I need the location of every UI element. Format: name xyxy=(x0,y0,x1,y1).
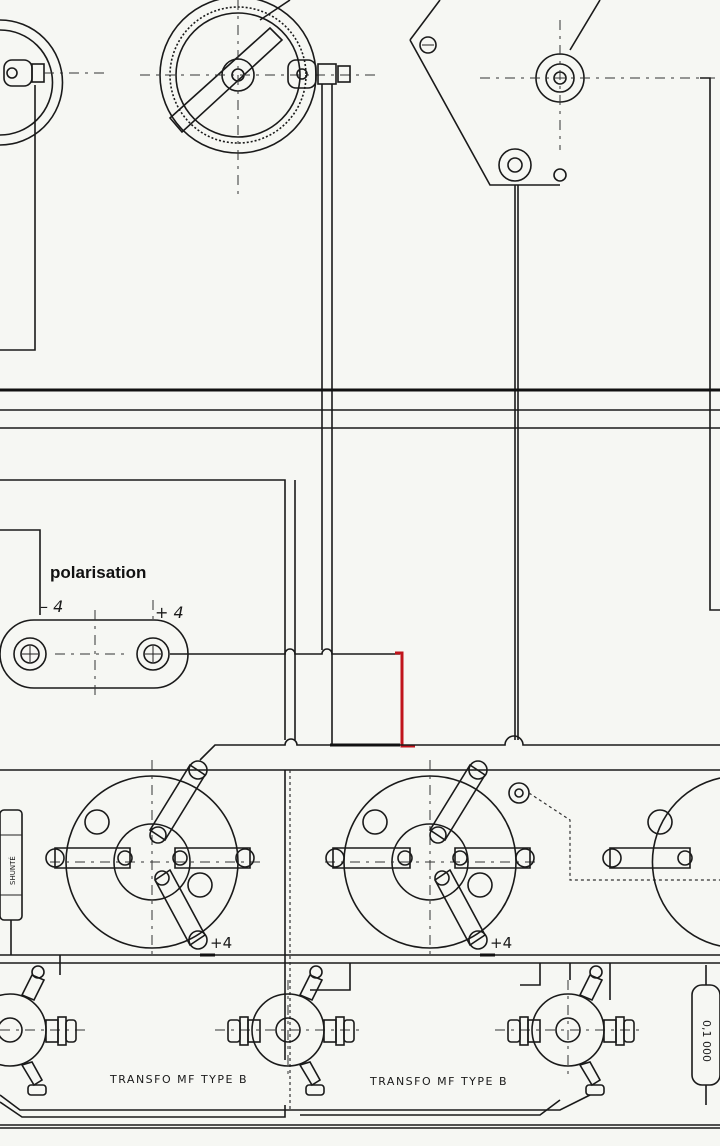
rheostat-center xyxy=(140,0,380,745)
potentiometer-bracket xyxy=(409,0,720,740)
resistor-value: 0,1 000 xyxy=(700,1020,713,1062)
transfo-label-2: TRANSFO MF TYPE B xyxy=(369,1075,508,1088)
transfo-mf-right xyxy=(495,965,645,1096)
bias-wire xyxy=(170,648,415,748)
polarisation-label: polarisation xyxy=(50,563,146,582)
valve-socket-2 xyxy=(325,760,720,960)
rheostat-left xyxy=(0,19,110,351)
transfo-mf-left xyxy=(0,965,90,1096)
shunt-resistor xyxy=(0,809,23,955)
socket-1-plus4: +4 xyxy=(210,934,232,952)
right-resistor xyxy=(691,965,720,1105)
bus-bars xyxy=(0,735,720,964)
lower-wiring xyxy=(0,770,720,1129)
transfo-mf-center xyxy=(215,965,365,1096)
valve-socket-3 xyxy=(602,777,720,947)
shunt-label: SHUNTÉ xyxy=(8,856,17,885)
panel-rails xyxy=(0,388,720,429)
highlighted-wire xyxy=(395,651,415,748)
socket-2-plus4: +4 xyxy=(490,934,512,952)
minus-4-label: – 4 xyxy=(40,597,63,616)
transfo-label-1: TRANSFO MF TYPE B xyxy=(109,1073,248,1086)
valve-socket-1 xyxy=(45,760,260,960)
plus-4-label: + 4 xyxy=(155,603,184,622)
